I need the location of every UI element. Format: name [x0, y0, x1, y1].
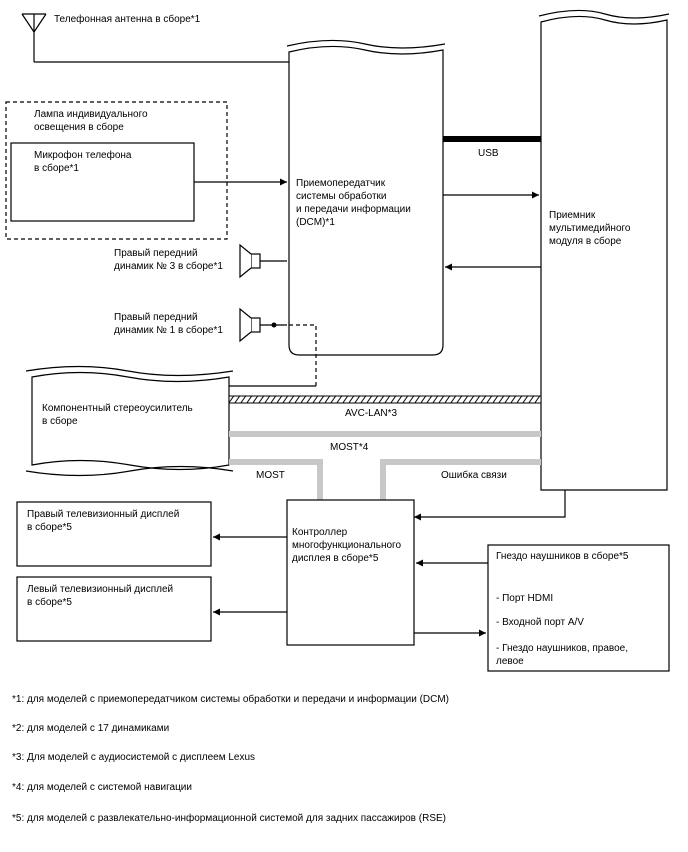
amp-label-line1: Компонентный стереоусилитель — [42, 403, 193, 414]
dcm-label-line2: системы обработки — [296, 191, 387, 202]
avc-lan-label: AVC-LAN*3 — [345, 408, 398, 419]
mfd-label-line1: Контроллер — [292, 527, 348, 538]
dcm-label-line1: Приемопередатчик — [296, 178, 386, 189]
receiver-to-mfd-arrow — [414, 490, 566, 521]
speaker-1-label-line1: Правый передний — [114, 312, 198, 323]
dcm-label-line3: и передачи информации — [296, 204, 411, 215]
most-short-label: MOST — [256, 470, 285, 481]
right-tv-box — [16, 501, 212, 567]
footnote-5: *5: для моделей с развлекательно-информа… — [12, 813, 446, 824]
mic-box — [10, 142, 195, 222]
mfd-label-line3: дисплея в сборе*5 — [292, 553, 379, 564]
speaker-1-junction — [271, 322, 277, 328]
receiver-label-line3: модуля в сборе — [549, 236, 622, 247]
speaker-1-icon — [239, 307, 261, 343]
usb-bus — [443, 136, 541, 142]
amp-tear-top — [25, 365, 234, 377]
mfd-label-line2: многофункционального — [292, 540, 402, 551]
left-tv-label-line1: Левый телевизионный дисплей — [27, 584, 174, 595]
speaker-1-dashed-wire — [289, 324, 317, 386]
headphone-item-av: - Входной порт A/V — [496, 617, 584, 628]
receiver-tear-line — [538, 9, 670, 19]
dcm-box — [288, 45, 444, 356]
headphone-title: Гнездо наушников в сборе*5 — [496, 551, 629, 562]
receiver-box — [540, 15, 668, 491]
headphone-item-hdmi: - Порт HDMI — [496, 593, 554, 604]
dcm-tear-line — [286, 39, 446, 49]
amp-tear-bottom — [25, 465, 234, 477]
footnote-2: *2: для моделей с 17 динамиками — [12, 723, 170, 734]
footnote-4: *4: для моделей с системой навигации — [12, 782, 192, 793]
footnote-1: *1: для моделей с приемопередатчиком сис… — [12, 694, 450, 705]
speaker-1-label-line2: динамик № 1 в сборе*1 — [114, 325, 223, 336]
comm-error-label: Ошибка связи — [441, 470, 507, 481]
lamp-label-line1: Лампа индивидуального — [34, 109, 148, 120]
most-bus — [229, 431, 541, 500]
headphone-item-jack-line2: левое — [496, 656, 524, 667]
headphone-item-jack-line1: - Гнездо наушников, правое, — [496, 643, 629, 654]
mfd-box — [286, 499, 415, 646]
speaker-3-icon — [239, 243, 261, 279]
left-tv-label-line2: в сборе*5 — [27, 597, 72, 608]
mic-label-line2: в сборе*1 — [34, 163, 79, 174]
footnote-3: *3: Для моделей с аудиосистемой с диспле… — [12, 752, 256, 763]
antenna-label: Телефонная антенна в сборе*1 — [54, 14, 201, 25]
receiver-label-line1: Приемник — [549, 210, 596, 221]
amp-label-line2: в сборе — [42, 416, 78, 427]
mic-label-line1: Микрофон телефона — [34, 150, 132, 161]
right-tv-label-line2: в сборе*5 — [27, 522, 72, 533]
headphone-box — [487, 544, 670, 672]
lamp-box — [5, 101, 228, 240]
avc-lan-bus — [228, 395, 542, 404]
receiver-label-line2: мультимедийного — [549, 223, 631, 234]
right-tv-label-line1: Правый телевизионный дисплей — [27, 509, 180, 520]
left-tv-box — [16, 576, 212, 642]
antenna-icon — [21, 13, 47, 62]
dcm-label-line4: (DCM)*1 — [296, 217, 335, 228]
usb-label: USB — [478, 148, 499, 159]
lamp-label-line2: освещения в сборе — [34, 122, 124, 133]
speaker-3-label-line2: динамик № 3 в сборе*1 — [114, 261, 223, 272]
speaker-3-label-line1: Правый передний — [114, 248, 198, 259]
most-main-label: MOST*4 — [330, 442, 369, 453]
